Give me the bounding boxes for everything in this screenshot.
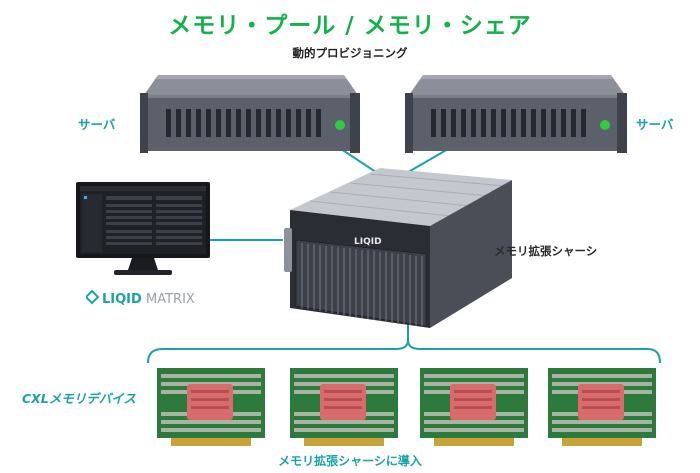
memory-card-icon (290, 368, 398, 446)
memory-card-icon (420, 368, 528, 446)
rack-server-icon (405, 75, 627, 153)
svg-text:LIQID: LIQID (102, 292, 142, 307)
cxl-card-2 (290, 362, 398, 448)
page-subtitle: 動的プロビジョニング (292, 46, 408, 60)
monitor (76, 182, 210, 282)
chassis-label: メモリ拡張シャーシ (494, 244, 598, 258)
cxl-card-3 (420, 362, 528, 448)
memory-chassis: LIQID (280, 158, 520, 330)
svg-text:LIQID: LIQID (354, 237, 382, 247)
server-right (405, 75, 627, 153)
rack-server-icon (140, 75, 360, 153)
memory-card-icon (157, 368, 265, 446)
memory-card-icon (548, 368, 656, 446)
server-right-label: サーバ (636, 117, 674, 132)
cxl-card-1 (157, 362, 265, 448)
cxl-card-4 (548, 362, 656, 448)
bottom-caption: メモリ拡張シャーシに導入 (278, 454, 422, 468)
cxl-devices-label: CXLメモリデバイス (22, 391, 136, 406)
monitor-icon (76, 182, 210, 275)
page-title: メモリ・プール / メモリ・シェア (168, 13, 532, 39)
storage-chassis-icon: LIQID (284, 168, 512, 328)
server-left (140, 75, 360, 153)
liqid-matrix-logo: LIQID MATRIX (86, 287, 216, 309)
svg-text:MATRIX: MATRIX (146, 292, 195, 307)
server-left-label: サーバ (78, 117, 116, 132)
